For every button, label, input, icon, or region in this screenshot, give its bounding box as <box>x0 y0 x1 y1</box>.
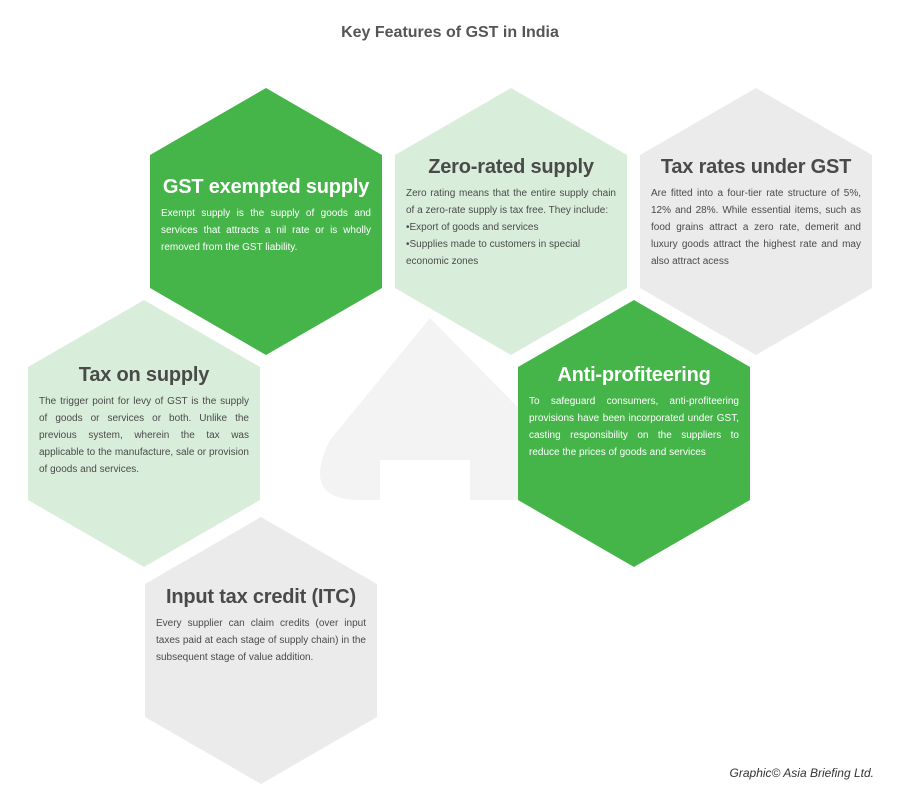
card-body: Every supplier can claim credits (over i… <box>156 618 366 663</box>
card-body: The trigger point for levy of GST is the… <box>39 396 249 475</box>
card-heading: Anti-profiteering <box>557 364 711 386</box>
bullet-list: Export of goods and services Supplies ma… <box>406 219 616 270</box>
card-tax-rates: Tax rates under GST Are fitted into a fo… <box>651 156 861 270</box>
hexagon-itc <box>145 517 377 784</box>
card-heading: Zero-rated supply <box>428 156 594 178</box>
card-body: Zero rating means that the entire supply… <box>406 188 616 216</box>
bullet-item: Supplies made to customers in special ec… <box>406 236 616 270</box>
card-anti-profiteering: Anti-profiteering To safeguard consumers… <box>529 364 739 461</box>
card-heading: GST exempted supply <box>162 176 370 198</box>
card-tax-on-supply: Tax on supply The trigger point for levy… <box>39 364 249 478</box>
card-exempted: GST exempted supply Exempt supply is the… <box>161 176 371 256</box>
card-heading: Tax rates under GST <box>660 156 852 178</box>
card-body: To safeguard consumers, anti-profiteerin… <box>529 396 739 458</box>
hexagon-tax-on-supply <box>28 300 260 567</box>
hexagon-exempted <box>150 88 382 355</box>
page-title: Key Features of GST in India <box>341 24 559 41</box>
card-zero-rated: Zero-rated supply Zero rating means that… <box>406 156 616 270</box>
card-body: Exempt supply is the supply of goods and… <box>161 208 371 253</box>
card-itc: Input tax credit (ITC) Every supplier ca… <box>156 586 366 666</box>
card-heading: Input tax credit (ITC) <box>165 586 357 608</box>
watermark-logo <box>320 318 560 500</box>
card-heading: Tax on supply <box>78 364 210 386</box>
hexagon-tax-rates <box>640 88 872 355</box>
hexagon-anti-profiteering <box>518 300 750 567</box>
card-body: Are fitted into a four-tier rate structu… <box>651 188 861 267</box>
credit-footer: Graphic© Asia Briefing Ltd. <box>729 766 874 780</box>
bullet-item: Export of goods and services <box>406 219 616 236</box>
